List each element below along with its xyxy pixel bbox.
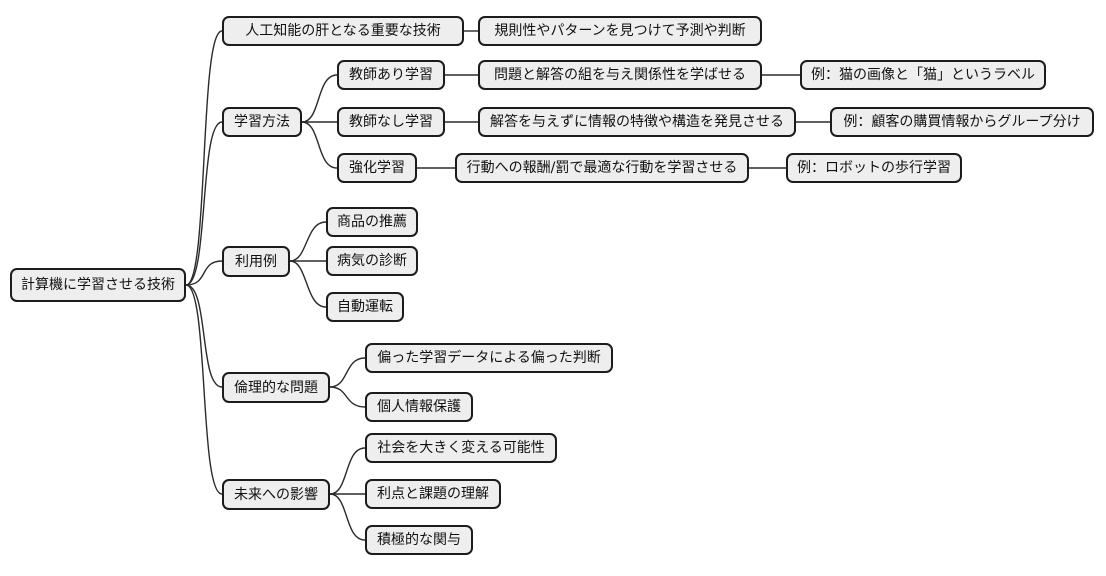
connector-root-ai-core [185, 30, 223, 286]
mindmap-node-reinforcement: 強化学習 [337, 153, 417, 183]
mindmap-node-root: 計算機に学習させる技術 [10, 268, 186, 302]
mindmap-node-supervised-example: 例：猫の画像と「猫」というラベル [800, 60, 1046, 90]
mindmap-node-ai-core: 人工知能の肝となる重要な技術 [222, 16, 464, 46]
mindmap-node-product-recommendation: 商品の推薦 [326, 207, 418, 237]
connector-root-usecases [185, 260, 223, 286]
mindmap-node-future-impact: 未来への影響 [222, 479, 330, 510]
mindmap-node-unsupervised-example: 例：顧客の購買情報からグループ分け [830, 107, 1094, 137]
mindmap-node-ethical-issues: 倫理的な問題 [222, 372, 330, 403]
mindmap-node-privacy: 個人情報保護 [365, 392, 473, 422]
mindmap-node-learning-methods: 学習方法 [222, 107, 302, 137]
connector-root-future [185, 284, 223, 495]
mindmap-node-reinforcement-example: 例：ロボットの歩行学習 [786, 153, 962, 183]
connector-root-methods [185, 121, 223, 286]
mindmap-node-unsupervised: 教師なし学習 [337, 107, 445, 137]
mindmap-node-supervised: 教師あり学習 [337, 60, 445, 90]
mindmap-node-ai-core-description: 規則性やパターンを見つけて予測や判断 [478, 16, 762, 46]
mindmap-node-use-cases: 利用例 [222, 246, 290, 277]
mindmap-node-pros-and-cons: 利点と課題の理解 [365, 479, 501, 509]
connector-ethics-privacy [329, 386, 366, 408]
connector-future-engage [329, 493, 366, 541]
connector-ethics-biased [329, 357, 366, 388]
connector-usecases-recommend [289, 221, 327, 262]
connector-methods-reinf [301, 121, 338, 169]
connector-methods-sup [301, 74, 338, 123]
mindmap-node-reinforcement-description: 行動への報酬/罰で最適な行動を学習させる [455, 153, 749, 183]
mindmap-node-disease-diagnosis: 病気の診断 [326, 246, 418, 276]
mindmap-node-supervised-description: 問題と解答の組を与え関係性を学ばせる [478, 60, 762, 90]
mindmap-node-active-engagement: 積極的な関与 [365, 525, 473, 555]
mindmap-node-biased-data: 偏った学習データによる偏った判断 [365, 343, 613, 373]
connector-group [185, 30, 830, 541]
mindmap-node-self-driving: 自動運転 [326, 292, 404, 322]
mindmap-node-social-change: 社会を大きく変える可能性 [365, 433, 557, 463]
connector-root-ethics [185, 284, 223, 388]
connector-future-social [329, 447, 366, 495]
connector-usecases-selfdrive [289, 260, 327, 308]
mindmap-node-unsupervised-description: 解答を与えずに情報の特徴や構造を発見させる [478, 107, 796, 137]
